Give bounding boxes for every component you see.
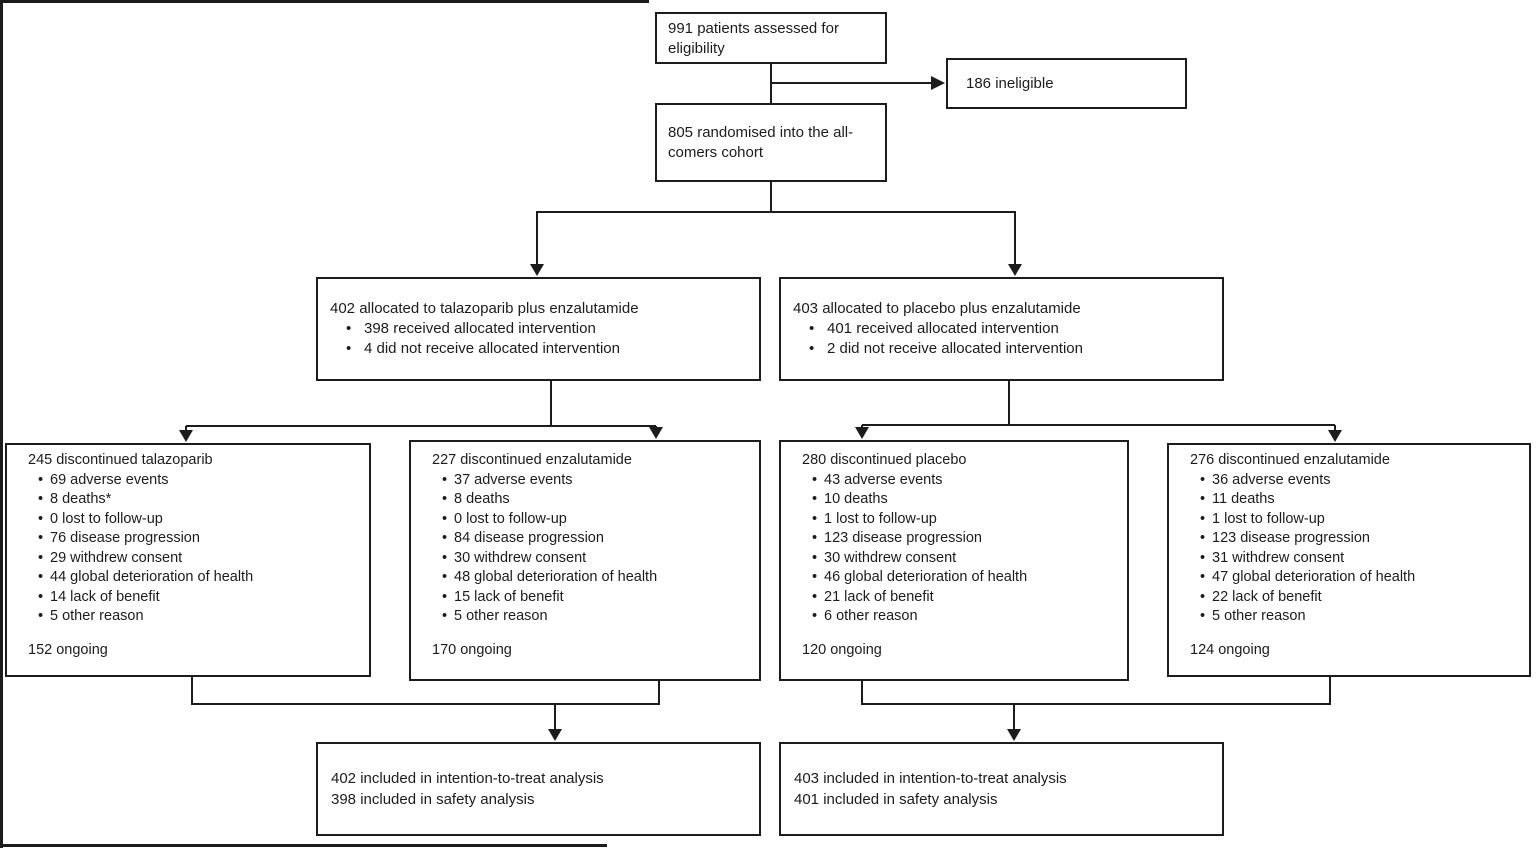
ongoing-count: 170 ongoing <box>432 641 512 658</box>
reason-item: 5 other reason <box>1190 607 1521 627</box>
reason-item: 123 disease progression <box>802 529 1119 549</box>
reason-item: 76 disease progression <box>28 529 361 549</box>
discontinued-title: 227 discontinued enzalutamide <box>432 452 632 468</box>
reason-item: 398 received allocated intervention <box>330 319 759 339</box>
reason-item: 31 withdrew consent <box>1190 549 1521 569</box>
reason-item: 6 other reason <box>802 607 1119 627</box>
reason-item: 46 global deterioration of health <box>802 568 1119 588</box>
connector-right-merge <box>861 677 1331 741</box>
discontinued-reason-list: 36 adverse events11 deaths1 lost to foll… <box>1190 471 1521 627</box>
box-discontinued-enzalutamide-left: 227 discontinued enzalutamide 37 adverse… <box>409 440 761 681</box>
box-allocation-talazoparib: 402 allocated to talazoparib plus enzalu… <box>316 277 761 381</box>
box-randomised-label: 805 randomised into the all-comers cohor… <box>668 123 854 161</box>
reason-item: 5 other reason <box>432 607 751 627</box>
allocation-title: 403 allocated to placebo plus enzalutami… <box>793 300 1081 317</box>
discontinued-title: 245 discontinued talazoparib <box>28 452 213 468</box>
reason-item: 8 deaths* <box>28 490 361 510</box>
reason-item: 48 global deterioration of health <box>432 568 751 588</box>
box-randomised: 805 randomised into the all-comers cohor… <box>655 103 887 182</box>
box-analysis-placebo: 403 included in intention-to-treat analy… <box>779 742 1224 836</box>
reason-item: 29 withdrew consent <box>28 549 361 569</box>
reason-item: 47 global deterioration of health <box>1190 568 1521 588</box>
box-discontinued-talazoparib: 245 discontinued talazoparib 69 adverse … <box>5 443 371 677</box>
reason-item: 21 lack of benefit <box>802 588 1119 608</box>
reason-item: 10 deaths <box>802 490 1119 510</box>
discontinued-title: 276 discontinued enzalutamide <box>1190 452 1390 468</box>
reason-item: 84 disease progression <box>432 529 751 549</box>
reason-item: 5 other reason <box>28 607 361 627</box>
reason-item: 401 received allocated intervention <box>793 319 1222 339</box>
reason-item: 30 withdrew consent <box>802 549 1119 569</box>
reason-item: 2 did not receive allocated intervention <box>793 339 1222 359</box>
ongoing-count: 152 ongoing <box>28 641 108 658</box>
discontinued-reason-list: 37 adverse events8 deaths0 lost to follo… <box>432 471 751 627</box>
box-ineligible: 186 ineligible <box>946 58 1187 109</box>
reason-item: 4 did not receive allocated intervention <box>330 339 759 359</box>
reason-item: 11 deaths <box>1190 490 1521 510</box>
reason-item: 22 lack of benefit <box>1190 588 1521 608</box>
discontinued-reason-list: 43 adverse events10 deaths1 lost to foll… <box>802 471 1119 627</box>
connector-left-merge <box>191 677 660 741</box>
ongoing-count: 120 ongoing <box>802 641 882 658</box>
reason-item: 30 withdrew consent <box>432 549 751 569</box>
box-discontinued-enzalutamide-right: 276 discontinued enzalutamide 36 adverse… <box>1167 443 1531 677</box>
discontinued-reason-list: 69 adverse events8 deaths*0 lost to foll… <box>28 471 361 627</box>
analysis-line-safety: 401 included in safety analysis <box>794 791 998 808</box>
page-frame <box>0 0 649 848</box>
connector-ineligible-arrow <box>771 76 945 90</box>
reason-item: 37 adverse events <box>432 471 751 491</box>
box-eligibility: 991 patients assessed for eligibility <box>655 12 887 64</box>
box-allocation-placebo: 403 allocated to placebo plus enzalutami… <box>779 277 1224 381</box>
reason-item: 123 disease progression <box>1190 529 1521 549</box>
reason-item: 43 adverse events <box>802 471 1119 491</box>
box-eligibility-label: 991 patients assessed for eligibility <box>668 20 839 57</box>
reason-item: 15 lack of benefit <box>432 588 751 608</box>
reason-item: 36 adverse events <box>1190 471 1521 491</box>
ongoing-count: 124 ongoing <box>1190 641 1270 658</box>
reason-item: 0 lost to follow-up <box>432 510 751 530</box>
reason-item: 69 adverse events <box>28 471 361 491</box>
reason-item: 14 lack of benefit <box>28 588 361 608</box>
allocation-title: 402 allocated to talazoparib plus enzalu… <box>330 300 639 317</box>
analysis-line-itt: 402 included in intention-to-treat analy… <box>331 770 604 787</box>
reason-item: 0 lost to follow-up <box>28 510 361 530</box>
reason-item: 8 deaths <box>432 490 751 510</box>
connector-right-split <box>855 381 1342 442</box>
discontinued-title: 280 discontinued placebo <box>802 452 967 468</box>
analysis-line-itt: 403 included in intention-to-treat analy… <box>794 770 1067 787</box>
analysis-line-safety: 398 included in safety analysis <box>331 791 535 808</box>
connector-randomisation-split <box>530 182 1022 276</box>
connector-left-split <box>179 381 663 442</box>
reason-item: 44 global deterioration of health <box>28 568 361 588</box>
reason-item: 1 lost to follow-up <box>1190 510 1521 530</box>
box-analysis-talazoparib: 402 included in intention-to-treat analy… <box>316 742 761 836</box>
box-discontinued-placebo: 280 discontinued placebo 43 adverse even… <box>779 440 1129 681</box>
reason-item: 1 lost to follow-up <box>802 510 1119 530</box>
box-ineligible-label: 186 ineligible <box>966 74 1054 92</box>
